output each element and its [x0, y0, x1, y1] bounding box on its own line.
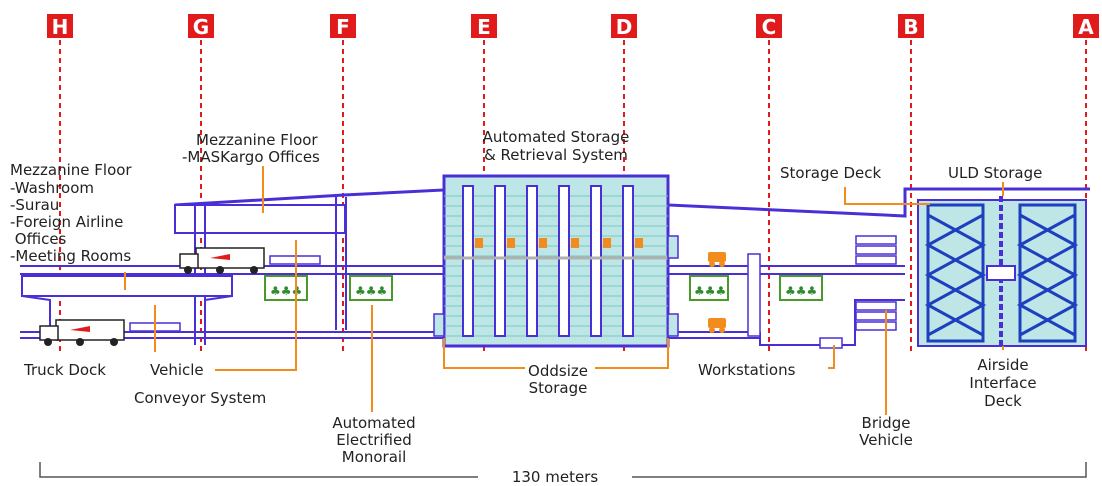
mezz-left-line-1: Mezzanine Floor [10, 161, 132, 179]
mezz-masgargo-line-1: Mezzanine Floor [196, 131, 318, 149]
airside-line-2: Interface [969, 374, 1036, 392]
mezzanine-left-label: Mezzanine Floor -Washroom -Surau -Foreig… [10, 161, 132, 265]
oddsize-line-1: Oddsize [528, 362, 588, 380]
monorail-line-1: Automated [332, 414, 415, 432]
uld-storage-racks [917, 196, 1087, 347]
airside-line-1: Airside [977, 356, 1028, 374]
building-structure [20, 174, 1090, 346]
column-label-e: E [477, 15, 491, 39]
storage-deck-label: Storage Deck [780, 164, 881, 182]
asrs-block [442, 174, 670, 348]
svg-text:♣♣♣: ♣♣♣ [270, 284, 302, 298]
mezzanine-left-block [21, 275, 233, 297]
column-label-h: H [52, 15, 69, 39]
asrs-line-2: & Retrieval System [484, 146, 628, 164]
mezz-left-line-6: -Meeting Rooms [10, 247, 131, 265]
length-label: 130 meters [512, 468, 599, 486]
dimension-line [39, 462, 1087, 478]
mezz-left-line-5: Offices [10, 230, 67, 248]
column-marker-c: C [756, 14, 782, 355]
conveyor-system-label: Conveyor System [134, 389, 266, 407]
column-label-f: F [336, 15, 350, 39]
truck-icon-lower [39, 319, 125, 346]
bridge-vehicle-stacks [855, 235, 897, 331]
leader-lines [124, 166, 1004, 415]
monorail-line-2: Electrified [336, 431, 412, 449]
forklift-icons [708, 252, 726, 333]
airside-line-3: Deck [984, 392, 1022, 410]
column-marker-b: B [898, 14, 924, 355]
mezz-left-line-4: -Foreign Airline [10, 213, 123, 231]
truck-icon-upper [179, 247, 265, 274]
column-marker-f: F [330, 14, 356, 355]
column-marker-h: H [47, 14, 73, 355]
asrs-line-1: Automated Storage [483, 128, 630, 146]
workstations-label: Workstations [698, 361, 796, 379]
column-label-g: G [193, 15, 209, 39]
bridge-vehicle-line-2: Vehicle [859, 431, 913, 449]
mezzanine-masgargo-block [174, 204, 346, 234]
bridge-vehicle-line-1: Bridge [862, 414, 911, 432]
workstation-column [747, 253, 761, 337]
uld-storage-label: ULD Storage [948, 164, 1042, 182]
column-label-a: A [1078, 15, 1094, 39]
vehicle-label: Vehicle [150, 361, 204, 379]
oddsize-line-2: Storage [529, 379, 588, 397]
monorail-line-3: Monorail [342, 448, 407, 466]
column-label-c: C [762, 15, 777, 39]
mezz-left-line-3: -Surau [10, 196, 59, 214]
column-marker-g: G [188, 14, 214, 355]
column-marker-a: A [1073, 14, 1099, 355]
svg-text:♣♣♣: ♣♣♣ [785, 284, 817, 298]
svg-text:♣♣♣: ♣♣♣ [355, 284, 387, 298]
mezz-masgargo-line-2: -MASKargo Offices [182, 148, 320, 166]
column-label-d: D [616, 15, 633, 39]
oddsize-racks [433, 235, 679, 337]
truck-dock-label: Truck Dock [23, 361, 106, 379]
mezz-left-line-2: -Washroom [10, 179, 94, 197]
svg-text:♣♣♣: ♣♣♣ [694, 284, 726, 298]
column-label-b: B [903, 15, 918, 39]
conveyor-modules: ♣♣♣ ♣♣♣ ♣♣♣ ♣♣♣ [264, 275, 823, 301]
